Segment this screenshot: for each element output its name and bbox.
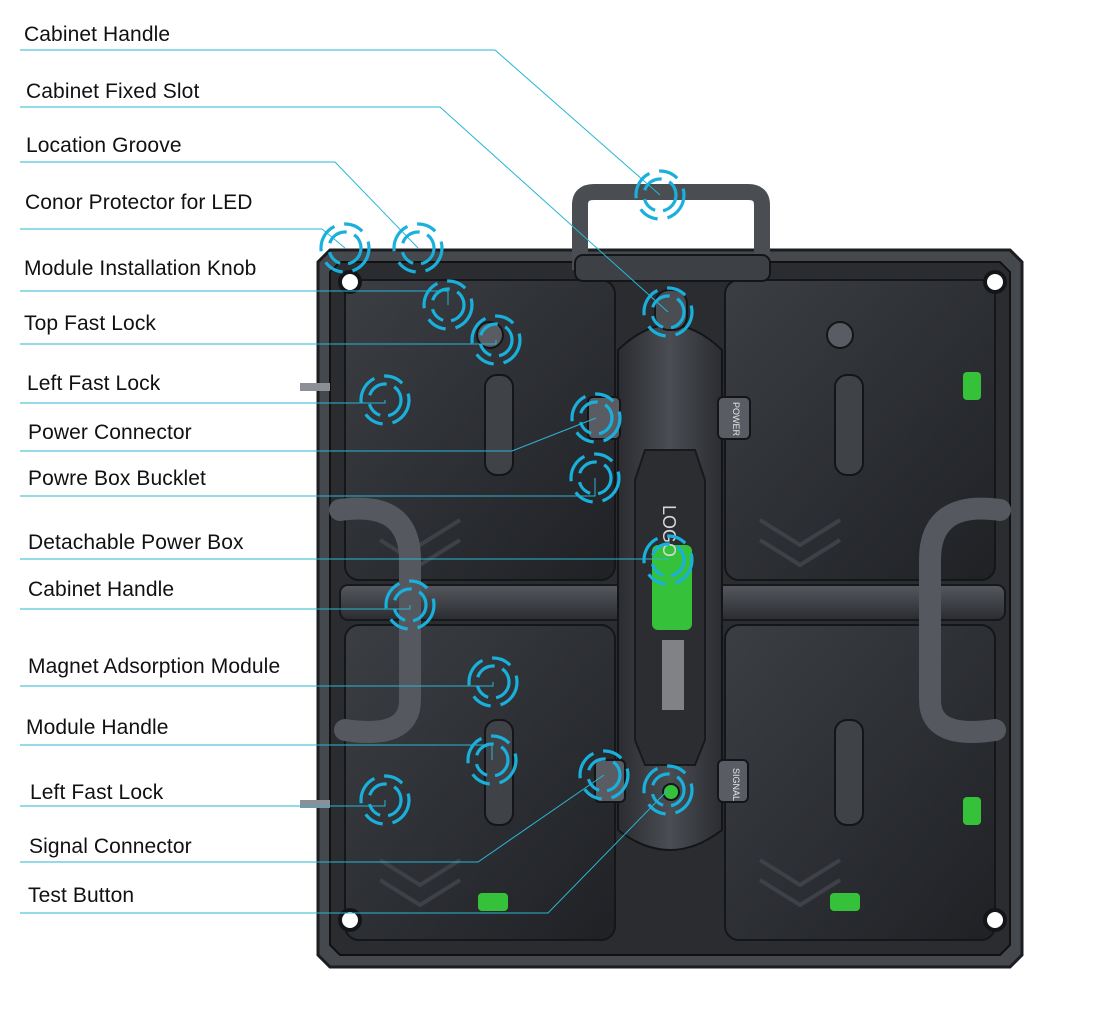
- highlight-ring-power-box-bucklet: [569, 452, 621, 504]
- label-cabinet-handle-top: Cabinet Handle: [24, 23, 171, 46]
- power-box: LOGO: [617, 324, 723, 851]
- leader-line-power-box-bucklet: [20, 478, 596, 497]
- callout-rings: [319, 169, 694, 826]
- highlight-ring-cabinet-handle-top: [634, 169, 686, 221]
- label-location-groove: Location Groove: [26, 134, 182, 157]
- highlight-ring-module-handle: [466, 734, 518, 786]
- highlight-ring-left-fast-lock-lower: [359, 774, 411, 826]
- highlight-ring-location-groove: [392, 222, 444, 274]
- leader-line-module-installation-knob: [20, 290, 449, 305]
- highlight-ring-power-connector: [570, 392, 622, 444]
- power-label: POWER: [731, 402, 741, 437]
- corner-protectors: [338, 270, 1007, 932]
- highlight-ring-top-fast-lock: [470, 314, 522, 366]
- highlight-ring-test-button: [642, 764, 694, 816]
- label-left-fast-lock-upper: Left Fast Lock: [27, 372, 161, 395]
- label-left-fast-lock-lower: Left Fast Lock: [30, 781, 164, 804]
- label-test-button: Test Button: [28, 884, 135, 907]
- green-latches: [478, 372, 981, 911]
- leader-line-cabinet-handle-side: [20, 605, 411, 610]
- label-power-connector: Power Connector: [28, 421, 192, 444]
- leader-line-location-groove: [20, 161, 419, 249]
- label-magnet-adsorption-module: Magnet Adsorption Module: [28, 655, 281, 678]
- leader-line-cabinet-handle-top: [20, 49, 661, 196]
- label-module-installation-knob: Module Installation Knob: [24, 257, 257, 280]
- callout-leaders: [20, 49, 669, 914]
- label-cabinet-handle-side: Cabinet Handle: [28, 578, 175, 601]
- leader-line-magnet-adsorption-module: [20, 682, 494, 687]
- highlight-ring-detachable-power-box: [642, 534, 694, 586]
- leader-line-detachable-power-box: [20, 558, 669, 560]
- highlight-ring-module-installation-knob: [422, 279, 474, 331]
- leader-line-cabinet-fixed-slot: [20, 106, 669, 313]
- leader-line-signal-connector: [20, 774, 605, 863]
- label-cabinet-fixed-slot: Cabinet Fixed Slot: [26, 80, 200, 103]
- top-handle: [572, 184, 771, 282]
- highlight-ring-left-fast-lock-upper: [359, 374, 411, 426]
- highlight-ring-magnet-adsorption-module: [467, 656, 519, 708]
- leader-line-corner-protector: [20, 228, 346, 249]
- leader-line-left-fast-lock-upper: [20, 400, 386, 404]
- leader-line-power-connector: [20, 417, 597, 452]
- label-detachable-power-box: Detachable Power Box: [28, 531, 244, 554]
- label-corner-protector: Conor Protector for LED: [25, 191, 253, 214]
- highlight-ring-cabinet-fixed-slot: [642, 286, 694, 338]
- logo-text: LOGO: [659, 505, 679, 557]
- label-power-box-bucklet: Powre Box Bucklet: [28, 467, 206, 490]
- leader-line-test-button: [20, 789, 669, 914]
- connectors: POWER SIGNAL: [587, 396, 751, 803]
- leader-line-top-fast-lock: [20, 340, 497, 345]
- highlight-ring-signal-connector: [578, 749, 630, 801]
- signal-label: SIGNAL: [731, 768, 741, 801]
- leader-line-left-fast-lock-lower: [20, 800, 386, 807]
- highlight-ring-cabinet-handle-side: [384, 579, 436, 631]
- label-top-fast-lock: Top Fast Lock: [24, 312, 157, 335]
- label-module-handle: Module Handle: [26, 716, 169, 739]
- side-handles: [329, 497, 1011, 743]
- highlight-ring-corner-protector: [319, 222, 371, 274]
- label-signal-connector: Signal Connector: [29, 835, 192, 858]
